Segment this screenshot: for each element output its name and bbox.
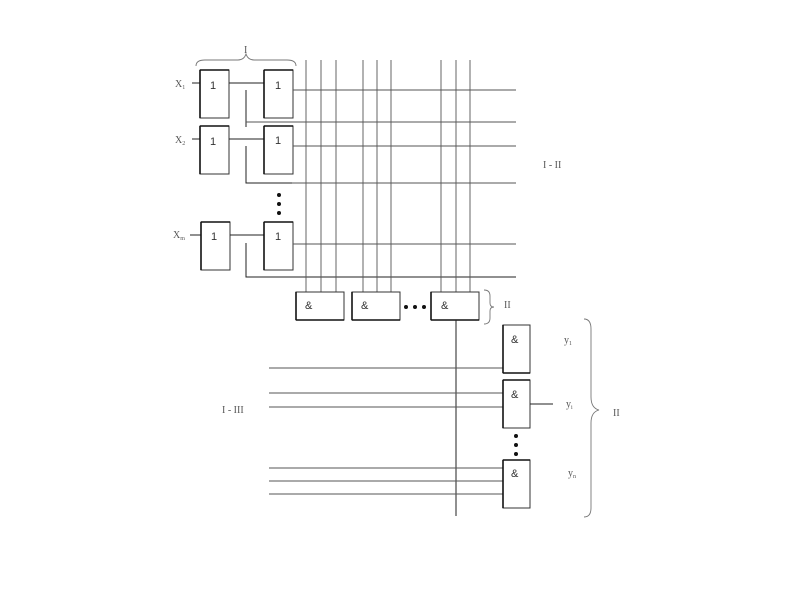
svg-text:1: 1: [210, 80, 216, 92]
inverter-gate: 1: [199, 69, 230, 119]
svg-text:1: 1: [275, 231, 281, 243]
svg-text:1: 1: [210, 136, 216, 148]
matrix-verticals: [305, 60, 471, 292]
output-label-yi: yi: [566, 399, 573, 411]
stage-label-3: II: [613, 408, 620, 419]
and-gate: &: [430, 291, 480, 321]
svg-text:&: &: [511, 468, 519, 480]
and-gate: &: [295, 291, 345, 321]
svg-text:&: &: [511, 389, 519, 401]
output-brace: [583, 318, 600, 518]
connection-label-1-2: I - II: [543, 160, 561, 171]
inverter-gate: 1: [263, 69, 294, 119]
ellipsis-icon: [404, 305, 426, 309]
output-label-y1: y1: [564, 335, 572, 347]
inverter-gate: 1: [200, 221, 231, 271]
connection-label-1-3: I - III: [222, 405, 244, 416]
input-label-x2: X2: [175, 135, 185, 147]
svg-text:&: &: [511, 334, 519, 346]
svg-text:&: &: [361, 300, 369, 312]
svg-text:1: 1: [211, 231, 217, 243]
ellipsis-icon: [277, 193, 281, 215]
svg-text:&: &: [305, 300, 313, 312]
input-label-xm: Xm: [173, 230, 185, 242]
wire: [245, 146, 292, 184]
top-brace: [195, 52, 297, 67]
stage-label-1: I: [244, 45, 247, 56]
svg-text:&: &: [441, 300, 449, 312]
svg-text:1: 1: [275, 135, 281, 147]
and-gate: &: [502, 459, 531, 509]
inverter-gate: 1: [263, 221, 294, 271]
and-gate: &: [502, 379, 531, 429]
input-label-x1: X1: [175, 79, 185, 91]
middle-brace: [483, 289, 495, 325]
ellipsis-icon: [514, 434, 518, 456]
output-label-yn: yn: [568, 468, 576, 480]
inverter-gate: 1: [199, 125, 230, 175]
inverter-gate: 1: [263, 125, 294, 175]
stage-label-2: II: [504, 300, 511, 311]
svg-text:1: 1: [275, 80, 281, 92]
and-gate: &: [351, 291, 401, 321]
and-gate: &: [502, 324, 531, 374]
wire: [245, 243, 516, 278]
